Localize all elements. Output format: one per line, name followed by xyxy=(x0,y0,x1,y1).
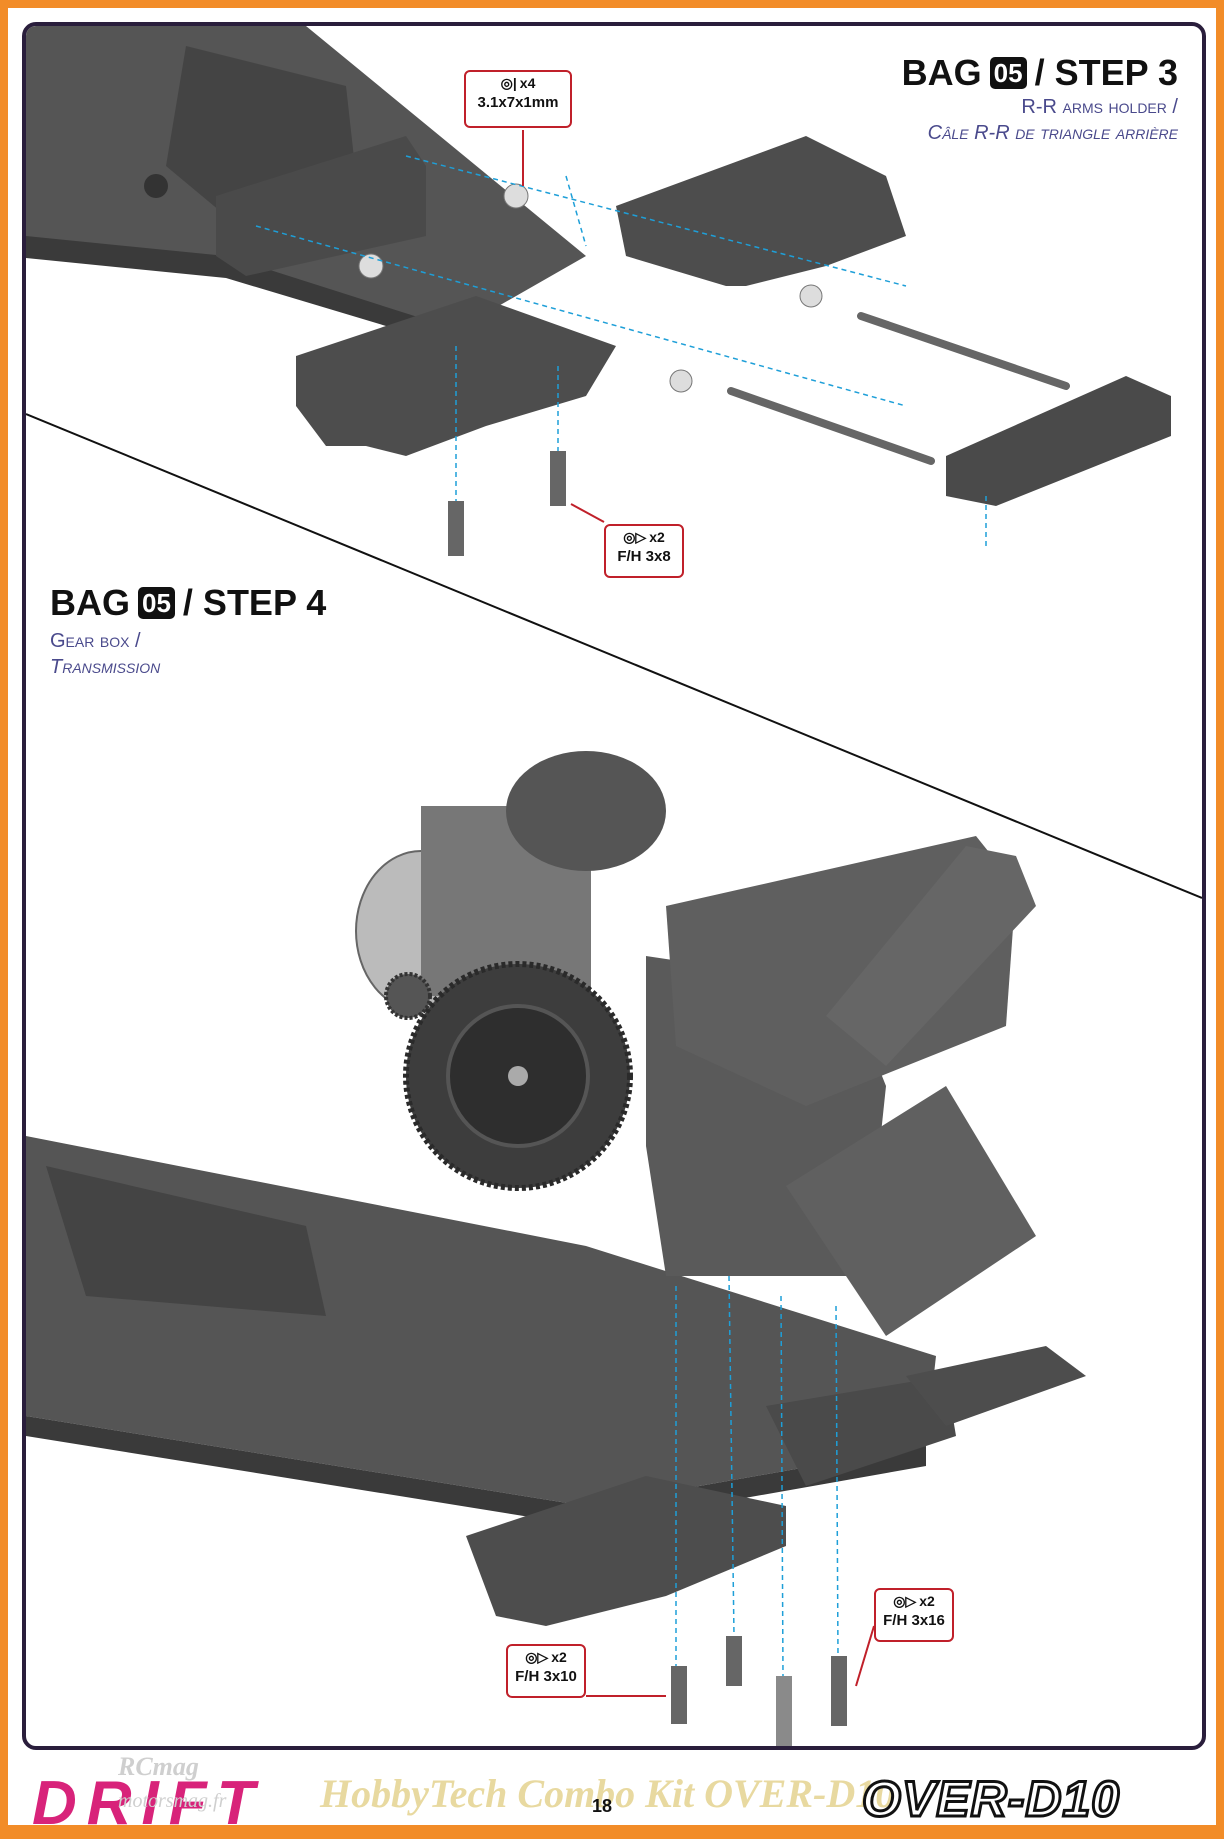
washer-icon xyxy=(669,369,693,393)
page-number: 18 xyxy=(592,1796,613,1816)
top-brace-icon xyxy=(826,846,1036,1066)
spacer-block-icon xyxy=(946,376,1171,506)
arms-holder-icon xyxy=(766,1376,956,1486)
hinge-pin-icon xyxy=(857,312,1070,390)
pinion-gear-icon xyxy=(384,972,432,1020)
screw-icon: ◎▷ xyxy=(623,528,647,545)
bag-number-badge: 05 xyxy=(138,587,175,619)
screw-icon xyxy=(550,451,566,506)
content-frame: BAG 05 / STEP 3 R-R arms holder / Câle R… xyxy=(22,22,1206,1750)
screw-icon xyxy=(671,1666,687,1724)
step4-drawing xyxy=(26,751,1086,1746)
watermark-top: RCmag xyxy=(118,1752,199,1781)
rear-arm-icon xyxy=(466,1476,786,1626)
drift-logo: DRIFT xyxy=(32,1769,265,1838)
kit-title: HobbyTech Combo Kit OVER-D10 xyxy=(320,1771,896,1816)
callout-washer: ◎| x4 3.1x7x1mm xyxy=(464,70,572,128)
washer-icon xyxy=(503,183,529,209)
front-bracket-icon xyxy=(46,1166,326,1316)
callout-screw-3x8: ◎▷ x2 F/H 3x8 xyxy=(604,524,684,578)
step3-subtitle-fr: Câle R-R de triangle arrière xyxy=(927,122,1178,144)
screw-icon xyxy=(776,1676,792,1746)
bag-number-badge: 05 xyxy=(989,57,1027,89)
screw-icon: ◎▷ xyxy=(893,1592,917,1609)
manual-page: BAG 05 / STEP 3 R-R arms holder / Câle R… xyxy=(8,8,1216,1825)
callout-screw-3x16: ◎▷ x2 F/H 3x16 xyxy=(874,1588,954,1642)
hinge-pin-icon xyxy=(727,387,935,465)
screw-icon xyxy=(831,1656,847,1726)
step4-subtitle-fr: Transmission xyxy=(50,656,161,678)
over-d10-logo: OVER-D10 xyxy=(860,1770,1121,1829)
step3-subtitle-en: R-R arms holder / xyxy=(1021,96,1178,118)
assembly-guides xyxy=(255,155,987,546)
step4-subtitle-en: Gear box / xyxy=(50,630,141,652)
callout-screw-3x10: ◎▷ x2 F/H 3x10 xyxy=(506,1644,586,1698)
screw-icon xyxy=(726,1636,742,1686)
washer-icon xyxy=(799,284,823,308)
watermark-bottom: motorsmag.fr xyxy=(118,1790,227,1812)
washer-icon xyxy=(358,253,384,279)
step3-drawing xyxy=(26,26,1171,556)
step3-title: BAG 05 / STEP 3 xyxy=(901,52,1178,93)
rear-arm-icon xyxy=(616,136,906,286)
screw-icon: ◎▷ xyxy=(525,1648,549,1665)
assembly-illustration xyxy=(26,26,1202,1746)
washer-icon: ◎| xyxy=(500,74,517,91)
arms-holder-icon xyxy=(216,136,426,276)
screw-icon xyxy=(448,501,464,556)
mount-plate-icon xyxy=(786,1086,1036,1336)
assembly-guides xyxy=(675,1275,839,1677)
step-divider xyxy=(26,413,1202,899)
step4-title: BAG 05 / STEP 4 xyxy=(50,582,327,623)
